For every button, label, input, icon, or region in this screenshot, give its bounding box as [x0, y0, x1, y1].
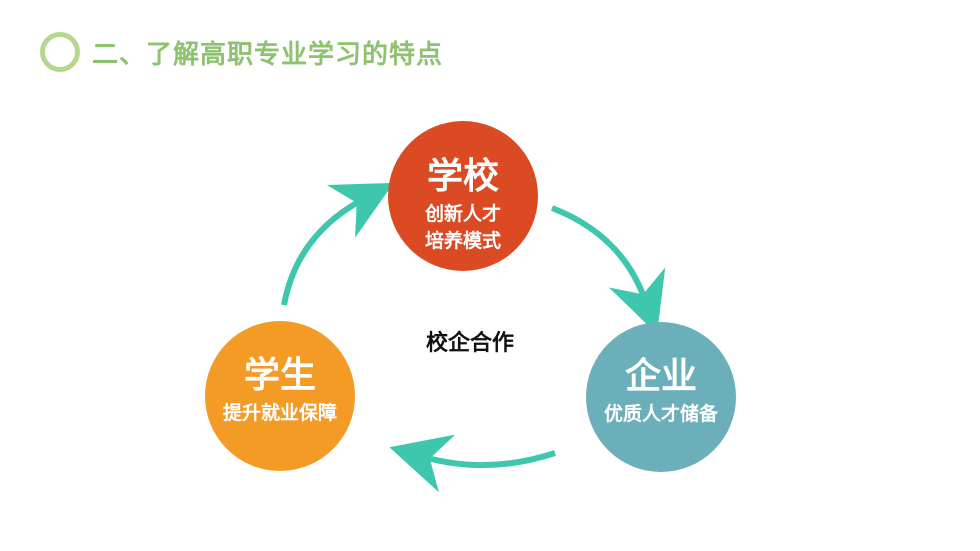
arrow-school-to-enterprise: [550, 205, 666, 334]
slide-header: 二、了解高职专业学习的特点: [40, 30, 443, 74]
node-school: 学校 创新人才 培养模式: [388, 121, 538, 271]
node-enterprise-circle: [586, 322, 736, 472]
node-student-title: 学生: [244, 354, 316, 396]
arrow-student-to-school: [281, 182, 394, 306]
node-student: 学生 提升就业保障: [205, 321, 355, 471]
node-student-line-1: 提升就业保障: [223, 401, 337, 424]
node-student-circle: [205, 321, 355, 471]
node-school-line-2: 培养模式: [425, 229, 501, 252]
slide-title: 二、了解高职专业学习的特点: [92, 39, 444, 70]
node-school-line-1: 创新人才: [424, 202, 501, 225]
ring-bullet-icon: [40, 32, 80, 72]
center-label: 校企合作: [426, 330, 514, 356]
node-enterprise-title: 企业: [625, 355, 697, 397]
node-school-title: 学校: [427, 155, 499, 197]
arrow-enterprise-to-student: [389, 434, 556, 493]
node-school-circle: [388, 121, 538, 271]
node-enterprise: 企业 优质人才储备: [586, 322, 736, 472]
node-enterprise-line-1: 优质人才储备: [604, 402, 719, 425]
